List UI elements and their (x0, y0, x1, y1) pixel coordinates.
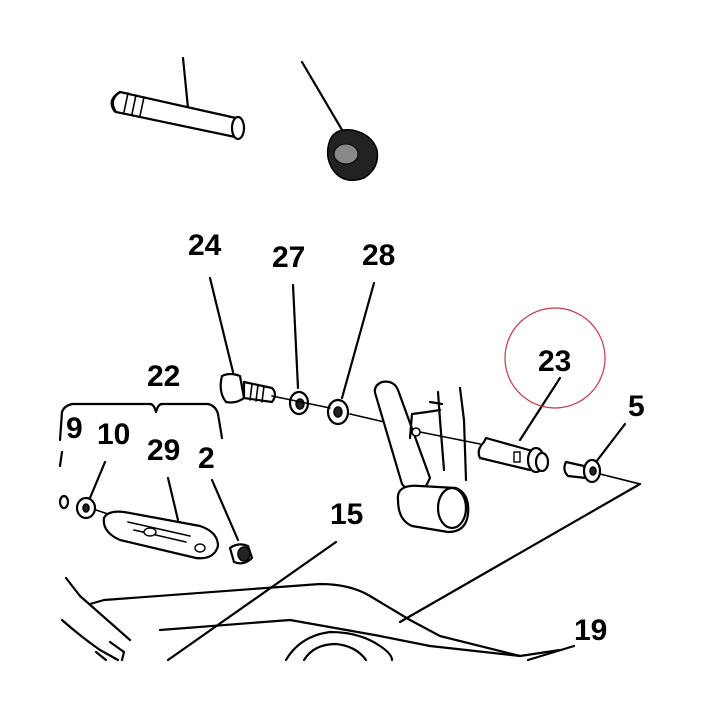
washer-27-part (288, 283, 310, 416)
lever-arm-part (373, 380, 470, 534)
screw-5-part (563, 422, 641, 485)
highlight-circle (504, 307, 606, 409)
callout-2: 2 (198, 442, 215, 475)
top-knob-part (300, 60, 379, 181)
leader-19 (526, 644, 576, 662)
callout-9: 9 (66, 412, 83, 445)
group-22-bracket (60, 402, 224, 440)
callout-28: 28 (362, 239, 396, 272)
callout-19: 19 (574, 614, 608, 647)
part-9-leader (58, 450, 64, 468)
callout-24: 24 (188, 229, 222, 262)
callout-23: 23 (538, 345, 572, 378)
callout-29: 29 (147, 434, 181, 467)
bolt-24-part (208, 276, 277, 404)
link-plate-29-part (102, 476, 220, 560)
nut-28-part (326, 281, 376, 426)
bushing-23-part (477, 376, 562, 474)
callout-10: 10 (97, 418, 131, 451)
top-pin-part (110, 56, 246, 141)
callout-5: 5 (628, 390, 645, 423)
frame-base-part (60, 482, 642, 662)
leader-15 (166, 540, 338, 662)
callout-15: 15 (330, 498, 364, 531)
callout-22: 22 (147, 360, 181, 393)
nut-2-part (210, 478, 254, 565)
callout-27: 27 (272, 241, 306, 274)
washer-10-part (58, 460, 109, 520)
